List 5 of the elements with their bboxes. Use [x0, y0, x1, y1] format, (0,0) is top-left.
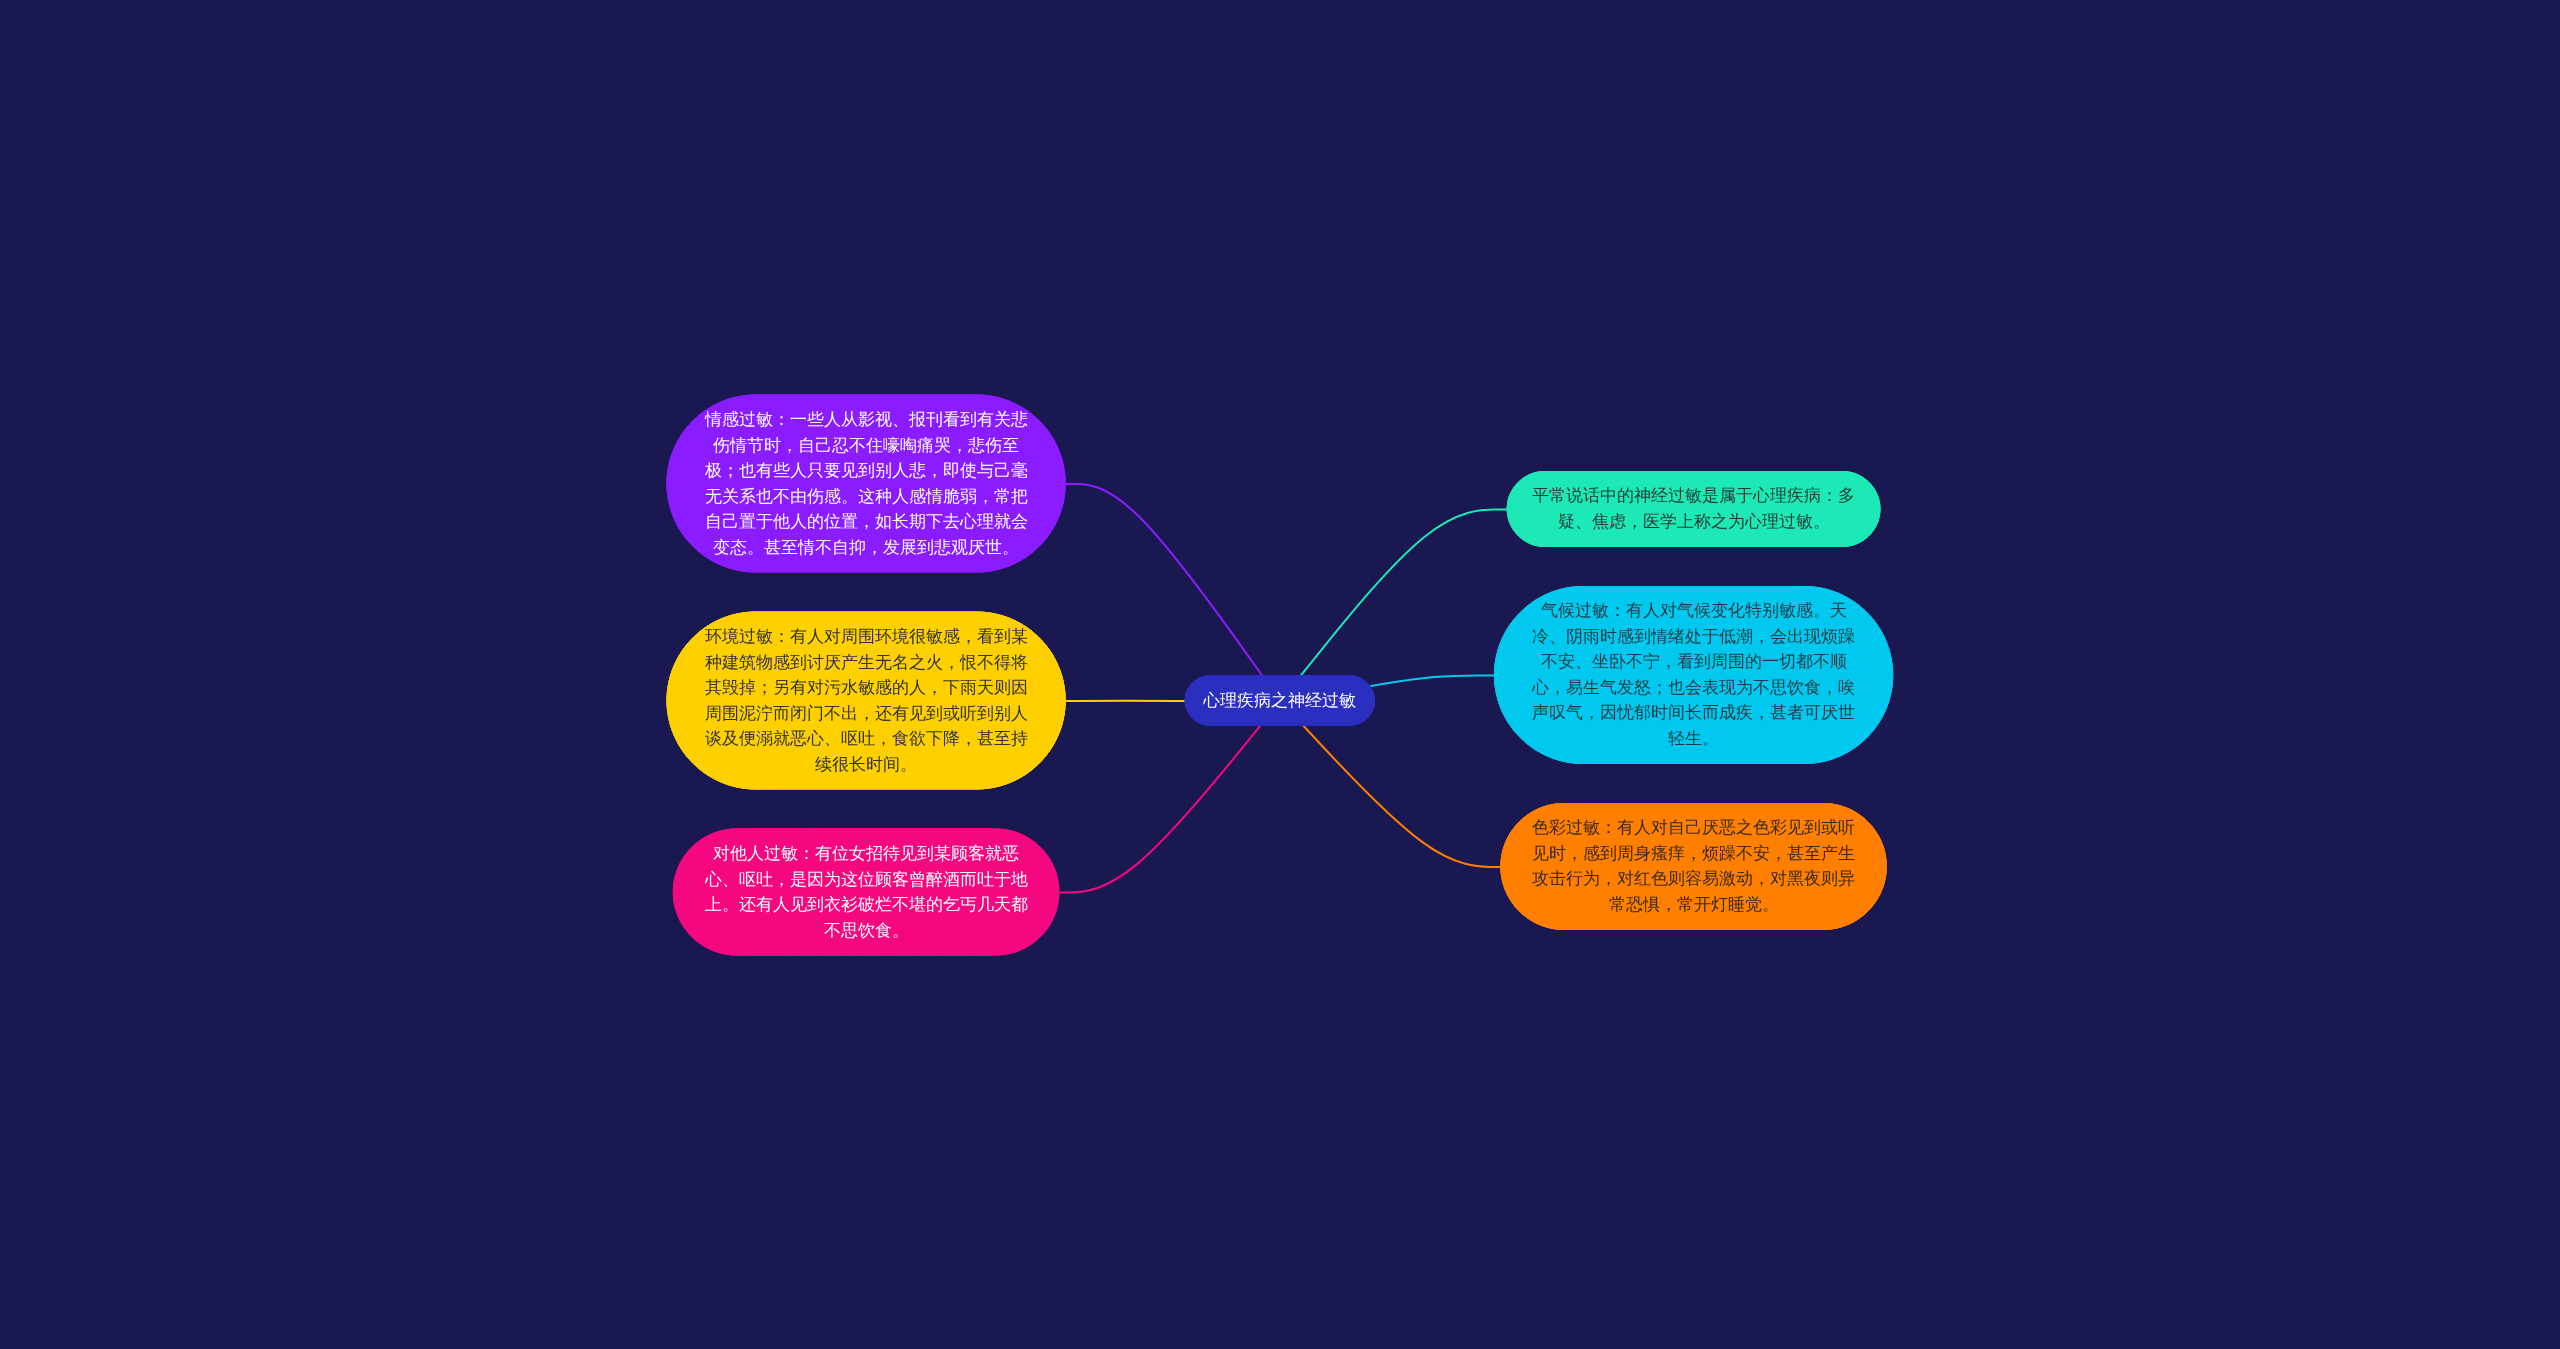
connector	[1064, 482, 1264, 677]
connector	[1302, 724, 1503, 868]
connector	[1064, 699, 1187, 702]
connector	[1058, 724, 1262, 893]
connector	[1299, 507, 1509, 677]
